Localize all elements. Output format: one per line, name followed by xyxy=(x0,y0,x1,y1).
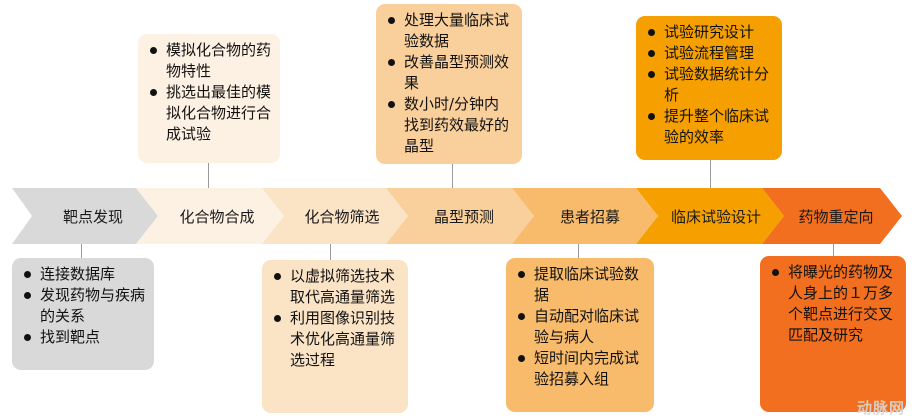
chevron-shape xyxy=(762,188,902,244)
box-crystal-prediction: 处理大量临床试验数据 改善晶型预测效果 数小时/分钟内找到药效最好的晶型 xyxy=(376,4,522,164)
bullet-item: 改善晶型预测效果 xyxy=(386,52,514,94)
stage-crystal-prediction: 晶型预测 xyxy=(386,188,534,244)
box-target-discovery: 连接数据库 发现药物与疾病的关系 找到靶点 xyxy=(12,258,154,370)
chevron-shape xyxy=(136,188,284,244)
box-compound-synthesis: 模拟化合物的药物特性 挑选出最佳的模拟化合物进行合成试验 xyxy=(138,34,280,163)
connector-synthesis xyxy=(208,163,209,188)
bullet-item: 发现药物与疾病的关系 xyxy=(22,285,146,327)
chevron-fill-1 xyxy=(136,188,284,244)
connector-recruit xyxy=(578,244,579,258)
bullet-item: 自动配对临床试验与病人 xyxy=(516,306,646,348)
stage-label-2: 化合物筛选 xyxy=(304,207,380,226)
box-compound-screening: 以虚拟筛选技术取代高通量筛选 利用图像识别技术优化高通量筛选过程 xyxy=(262,260,408,413)
bullet-item: 连接数据库 xyxy=(22,264,146,285)
stage-drug-repurposing: 药物重定向 xyxy=(762,188,902,244)
connector-crystal xyxy=(452,164,453,188)
bullet-item: 处理大量临床试验数据 xyxy=(386,10,514,52)
bullet-item: 找到靶点 xyxy=(22,327,146,348)
bullet-item: 数小时/分钟内找到药效最好的晶型 xyxy=(386,94,514,157)
chevron-fill-6 xyxy=(762,188,902,244)
chevron-shape xyxy=(512,188,658,244)
box-clinical-trial-design: 试验研究设计 试验流程管理 试验数据统计分析 提升整个临床试验的效率 xyxy=(636,16,782,160)
stage-clinical-trial-design: 临床试验设计 xyxy=(636,188,784,244)
stage-compound-synthesis: 化合物合成 xyxy=(136,188,284,244)
bullet-item: 短时间内完成试验招募入组 xyxy=(516,348,646,390)
chevron-shape xyxy=(12,188,158,244)
stage-label-6: 药物重定向 xyxy=(798,207,874,226)
bullet-item: 试验研究设计 xyxy=(646,22,774,43)
bullet-item: 试验流程管理 xyxy=(646,43,774,64)
bullet-item: 挑选出最佳的模拟化合物进行合成试验 xyxy=(148,82,272,145)
connector-screening xyxy=(330,244,331,260)
chevron-shape xyxy=(636,188,784,244)
stage-label-0: 靶点发现 xyxy=(62,207,123,226)
bullet-item: 以虚拟筛选技术取代高通量筛选 xyxy=(272,266,400,308)
chevron-fill-0 xyxy=(12,188,158,244)
connector-clinical xyxy=(710,160,711,188)
bullet-item: 模拟化合物的药物特性 xyxy=(148,40,272,82)
bullet-item: 利用图像识别技术优化高通量筛选过程 xyxy=(272,308,400,371)
stage-label-4: 患者招募 xyxy=(559,207,620,226)
watermark-logo: 动脉网 xyxy=(856,399,905,417)
bullet-item: 提升整个临床试验的效率 xyxy=(646,106,774,148)
chevron-shape xyxy=(386,188,534,244)
chevron-shape xyxy=(262,188,408,244)
bullet-item: 将曝光的药物及人身上的１万多个靶点进行交叉匹配及研究 xyxy=(770,262,898,346)
stage-label-1: 化合物合成 xyxy=(179,207,255,226)
stage-compound-screening: 化合物筛选 xyxy=(262,188,408,244)
bullet-item: 试验数据统计分析 xyxy=(646,64,774,106)
connector-repurpose xyxy=(833,244,834,256)
box-drug-repurposing: 将曝光的药物及人身上的１万多个靶点进行交叉匹配及研究 xyxy=(760,256,906,412)
bullet-item: 提取临床试验数据 xyxy=(516,264,646,306)
stage-label-3: 晶型预测 xyxy=(433,207,494,226)
chevron-fill-3 xyxy=(386,188,534,244)
stage-label-5: 临床试验设计 xyxy=(670,207,761,226)
stage-target-discovery: 靶点发现 xyxy=(12,188,158,244)
connector-target xyxy=(81,244,82,258)
chevron-fill-2 xyxy=(262,188,408,244)
chevron-fill-4 xyxy=(512,188,658,244)
stage-patient-recruitment: 患者招募 xyxy=(512,188,658,244)
box-patient-recruitment: 提取临床试验数据 自动配对临床试验与病人 短时间内完成试验招募入组 xyxy=(506,258,654,412)
chevron-fill-5 xyxy=(636,188,784,244)
